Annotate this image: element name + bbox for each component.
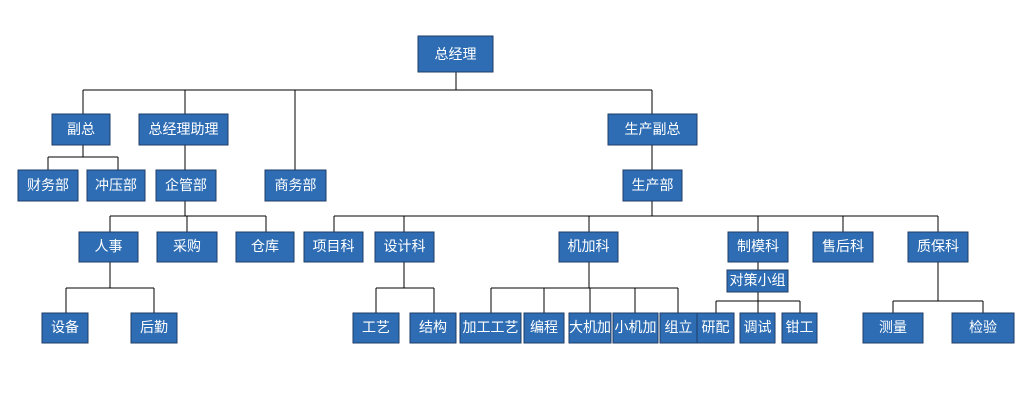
node-project-section: 项目科 — [303, 231, 364, 263]
svg-text:工艺: 工艺 — [362, 320, 390, 336]
node-finance-dept: 财务部 — [17, 169, 79, 202]
svg-text:编程: 编程 — [530, 320, 558, 336]
svg-text:人事: 人事 — [95, 239, 123, 255]
node-warehouse: 仓库 — [235, 231, 295, 263]
connector-lines — [47, 72, 984, 313]
svg-text:设计科: 设计科 — [384, 239, 426, 255]
svg-text:冲压部: 冲压部 — [95, 178, 137, 194]
svg-text:检验: 检验 — [969, 320, 997, 336]
node-machining-process: 加工工艺 — [459, 312, 522, 344]
node-hr: 人事 — [78, 231, 139, 263]
svg-text:对策小组: 对策小组 — [730, 272, 786, 289]
node-after-sales-section: 售后科 — [812, 231, 874, 263]
svg-text:副总: 副总 — [67, 122, 95, 138]
node-stamping-dept: 冲压部 — [86, 169, 146, 202]
node-machining-section: 机加科 — [558, 231, 619, 263]
node-equipment: 设备 — [41, 312, 89, 344]
svg-text:售后科: 售后科 — [822, 239, 864, 255]
svg-text:制模科: 制模科 — [737, 239, 779, 255]
svg-text:总经理助理: 总经理助理 — [149, 122, 219, 138]
node-programming: 编程 — [523, 312, 565, 344]
svg-text:生产部: 生产部 — [632, 178, 674, 194]
svg-text:后勤: 后勤 — [140, 320, 168, 336]
node-design-section: 设计科 — [374, 231, 435, 263]
node-enterprise-mgmt-dept: 企管部 — [155, 169, 217, 202]
svg-text:测量: 测量 — [879, 320, 907, 336]
node-deputy-gm: 副总 — [51, 113, 111, 146]
svg-text:调试: 调试 — [744, 320, 772, 336]
node-business-dept: 商务部 — [264, 169, 327, 202]
svg-text:财务部: 财务部 — [27, 178, 69, 194]
svg-text:质保科: 质保科 — [917, 239, 959, 255]
node-inspection: 检验 — [951, 312, 1015, 344]
svg-text:生产副总: 生产副总 — [625, 122, 681, 138]
node-general-manager: 总经理 — [417, 35, 494, 73]
svg-text:加工工艺: 加工工艺 — [463, 320, 519, 336]
node-structure: 结构 — [409, 312, 457, 344]
node-large-machining: 大机加 — [568, 312, 612, 344]
node-quality-section: 质保科 — [907, 231, 969, 263]
svg-text:企管部: 企管部 — [165, 177, 207, 194]
node-fitter: 钳工 — [781, 312, 818, 344]
node-assembly: 组立 — [659, 312, 698, 344]
node-mold-section: 制模科 — [727, 231, 789, 263]
node-small-machining: 小机加 — [612, 312, 659, 344]
node-logistics: 后勤 — [130, 312, 178, 344]
svg-text:设备: 设备 — [51, 319, 79, 336]
node-fitting: 研配 — [696, 312, 735, 344]
node-gm-assistant: 总经理助理 — [138, 113, 229, 146]
svg-text:采购: 采购 — [173, 239, 201, 255]
svg-text:钳工: 钳工 — [786, 320, 814, 336]
org-nodes: 总经理 副总 总经理助理 商务部 生产副总 财务部 冲压部 — [17, 35, 1015, 344]
svg-text:结构: 结构 — [419, 320, 447, 336]
svg-text:总经理: 总经理 — [435, 47, 477, 63]
node-purchasing: 采购 — [156, 231, 218, 263]
svg-text:机加科: 机加科 — [568, 239, 610, 255]
node-process: 工艺 — [352, 312, 400, 344]
node-production-dept: 生产部 — [622, 169, 683, 202]
svg-text:研配: 研配 — [702, 320, 730, 336]
svg-text:项目科: 项目科 — [313, 239, 355, 255]
node-countermeasure-team: 对策小组 — [726, 269, 789, 293]
svg-text:大机加: 大机加 — [569, 320, 611, 336]
svg-text:仓库: 仓库 — [251, 239, 279, 255]
svg-text:组立: 组立 — [665, 320, 693, 336]
node-measurement: 测量 — [862, 312, 924, 344]
svg-text:小机加: 小机加 — [615, 320, 657, 336]
node-production-vp: 生产副总 — [607, 113, 698, 146]
svg-text:商务部: 商务部 — [275, 178, 317, 194]
node-tuning: 调试 — [739, 312, 776, 344]
